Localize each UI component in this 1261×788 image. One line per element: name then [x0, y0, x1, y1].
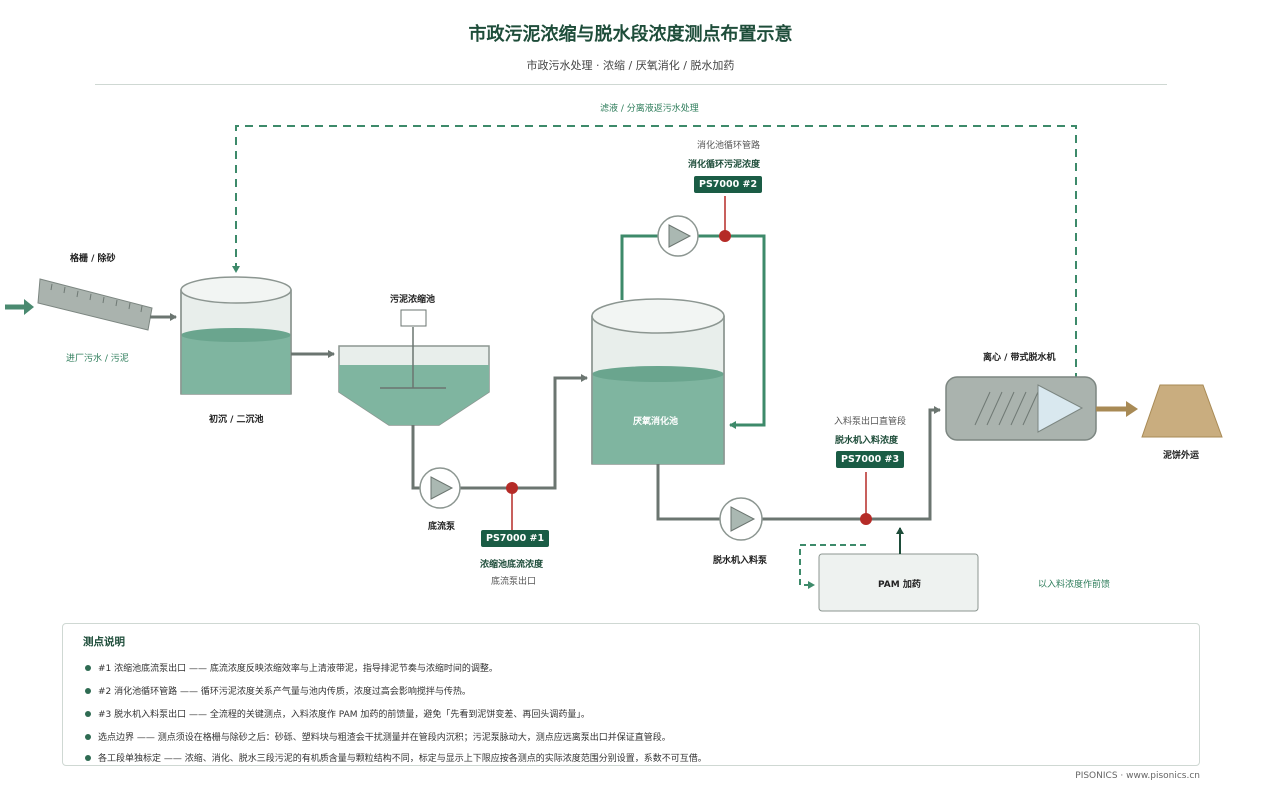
notes-panel: 测点说明 #1 浓缩池底流泵出口 —— 底流浓度反映浓缩效率与上清液带泥，指导排… — [62, 623, 1200, 766]
underflow-pump-label: 底流泵 — [428, 522, 456, 532]
point-3-name: 脱水机入料浓度 — [835, 436, 899, 446]
clarifier-label: 初沉 / 二沉池 — [209, 415, 264, 425]
bullet-icon — [85, 687, 91, 694]
screen-label: 格栅 / 除砂 — [70, 254, 116, 264]
thickener-tank — [338, 309, 490, 426]
sensor-tag-ps7000-2: PS7000 #2 — [694, 176, 763, 193]
note-item: #1 浓缩池底流泵出口 —— 底流浓度反映浓缩效率与上清液带泥，指导排泥节奏与浓… — [85, 661, 498, 674]
page-title: 市政污泥浓缩与脱水段浓度测点布置示意 — [468, 24, 793, 45]
point-1-location: 底流泵出口 — [491, 577, 537, 587]
sensor-3-point — [860, 513, 872, 525]
process-diagram — [5, 125, 1223, 612]
point-2-location: 消化池循环管路 — [697, 141, 761, 151]
note-item: #2 消化池循环管路 —— 循环污泥浓度关系产气量与池内传质，浓度过高会影响搅拌… — [85, 684, 471, 697]
bullet-icon — [85, 664, 91, 671]
note-item: #3 脱水机入料泵出口 —— 全流程的关键测点，入料浓度作 PAM 加药的前馈量… — [85, 707, 590, 720]
pam-feedforward-line — [799, 544, 866, 589]
dewaterer-label: 离心 / 带式脱水机 — [983, 353, 1056, 363]
dewater-feed-pump — [719, 497, 763, 541]
sensor-tag-ps7000-3: PS7000 #3 — [836, 451, 905, 468]
point-3-location: 入料泵出口直管段 — [834, 417, 907, 427]
pam-label: PAM 加药 — [878, 580, 921, 590]
point-1-name: 浓缩池底流浓度 — [480, 560, 544, 570]
bullet-icon — [85, 710, 91, 717]
page-subtitle: 市政污水处理 · 浓缩 / 厌氧消化 / 脱水加药 — [526, 59, 735, 72]
digester-label: 厌氧消化池 — [633, 417, 679, 427]
clarifier-tank — [180, 276, 292, 395]
pipe-dewater-feed — [656, 406, 941, 521]
digester-tank — [591, 298, 725, 465]
sensor-tag-ps7000-1: PS7000 #1 — [481, 530, 550, 547]
sludge-cake-pile — [1141, 384, 1223, 438]
dewaterer-unit — [945, 376, 1097, 441]
sensor-2-point — [719, 230, 731, 242]
sensor-1-point — [506, 482, 518, 494]
filtrate-return-label: 滤液 / 分离液返污水处理 — [600, 104, 699, 114]
filtrate-return-line — [232, 125, 1077, 395]
pam-unit — [818, 553, 979, 612]
point-2-name: 消化循环污泥浓度 — [688, 160, 761, 170]
screen-unit — [37, 278, 153, 331]
bullet-icon — [85, 733, 91, 740]
inflow-label: 进厂污水 / 污泥 — [66, 354, 129, 364]
dewater-pump-label: 脱水机入料泵 — [713, 556, 768, 566]
recirculation-pump — [657, 215, 699, 257]
pam-note-label: 以入料浓度作前馈 — [1038, 580, 1111, 590]
notes-title: 测点说明 — [83, 636, 125, 648]
bullet-icon — [85, 754, 91, 761]
pipe-recirculation — [620, 234, 766, 429]
note-item: 选点边界 —— 测点须设在格栅与除砂之后：砂砾、塑料块与粗渣会干扰测量并在管段内… — [85, 730, 671, 743]
cake-label: 泥饼外运 — [1163, 451, 1200, 461]
thickener-label: 污泥浓缩池 — [390, 295, 436, 305]
footer-brand: PISONICS · www.pisonics.cn — [1075, 771, 1200, 781]
underflow-pump — [419, 467, 461, 509]
note-item: 各工段单独标定 —— 浓缩、消化、脱水三段污泥的有机质含量与颗粒结构不同，标定与… — [85, 751, 707, 764]
title-divider — [95, 84, 1167, 85]
